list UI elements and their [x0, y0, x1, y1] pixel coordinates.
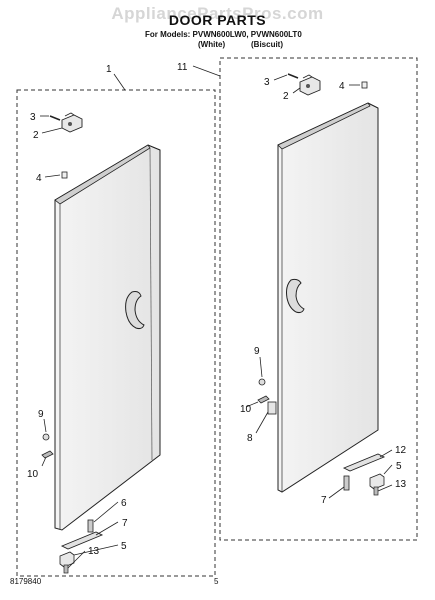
- page-title: DOOR PARTS: [168, 12, 267, 28]
- right-door: [267, 102, 379, 493]
- left-door: [54, 144, 161, 531]
- right-screw-3: [287, 73, 299, 79]
- callout-left-4: 4: [36, 173, 42, 184]
- callout-right-13: 13: [395, 479, 407, 490]
- right-callouts: 11 3 2 4 9 10 8 12 5 7 13: [177, 62, 407, 506]
- models-line: For Models: PVWN600LW0, PVWN600LT0: [145, 30, 302, 39]
- callout-left-1: 1: [106, 64, 112, 75]
- callout-right-7: 7: [321, 495, 327, 506]
- left-screw-10: [41, 450, 54, 459]
- callout-left-3: 3: [30, 112, 36, 123]
- callout-left-2: 2: [33, 130, 39, 141]
- callout-right-12: 12: [395, 445, 407, 456]
- callout-right-8: 8: [247, 433, 253, 444]
- left-assembly-box: [16, 89, 216, 577]
- left-bottom-hinge: [59, 519, 104, 574]
- callout-right-5: 5: [396, 461, 402, 472]
- right-screw-10: [257, 395, 270, 404]
- callout-left-5: 5: [121, 541, 127, 552]
- left-top-hinge: [61, 112, 83, 133]
- callout-right-10: 10: [240, 404, 252, 415]
- callout-right-4: 4: [339, 81, 345, 92]
- callout-right-11: 11: [177, 62, 188, 73]
- callout-left-6: 6: [121, 498, 127, 509]
- color-label-white: (White): [198, 40, 226, 49]
- callout-right-3: 3: [264, 77, 270, 88]
- right-plug-4: [361, 81, 368, 89]
- right-door-handle: [286, 278, 305, 314]
- callout-left-10: 10: [27, 469, 39, 480]
- callout-left-13: 13: [88, 546, 100, 557]
- left-leader-lines: [40, 73, 126, 569]
- right-leader-lines: [192, 65, 393, 499]
- right-top-hinge: [299, 74, 321, 96]
- left-screw-3: [49, 115, 61, 121]
- color-label-biscuit: (Biscuit): [251, 40, 283, 49]
- right-assembly-box: [219, 57, 418, 541]
- right-bottom-hinge: [342, 453, 386, 496]
- left-plug-4: [61, 171, 68, 179]
- footer-part-number: 8179840: [10, 577, 42, 586]
- footer-page-number: 5: [214, 577, 219, 586]
- watermark: AppliancePartsPros.com: [111, 4, 324, 23]
- right-washer-9: [258, 378, 266, 386]
- callout-right-9: 9: [254, 346, 260, 357]
- left-callouts: 1 3 2 4 9 10 6 7 5 13: [27, 64, 128, 557]
- left-washer-9: [42, 433, 50, 441]
- right-door-stop: [267, 401, 277, 415]
- callout-left-7: 7: [122, 518, 128, 529]
- callout-left-9: 9: [38, 409, 44, 420]
- callout-right-2: 2: [283, 91, 289, 102]
- left-door-handle: [125, 291, 145, 330]
